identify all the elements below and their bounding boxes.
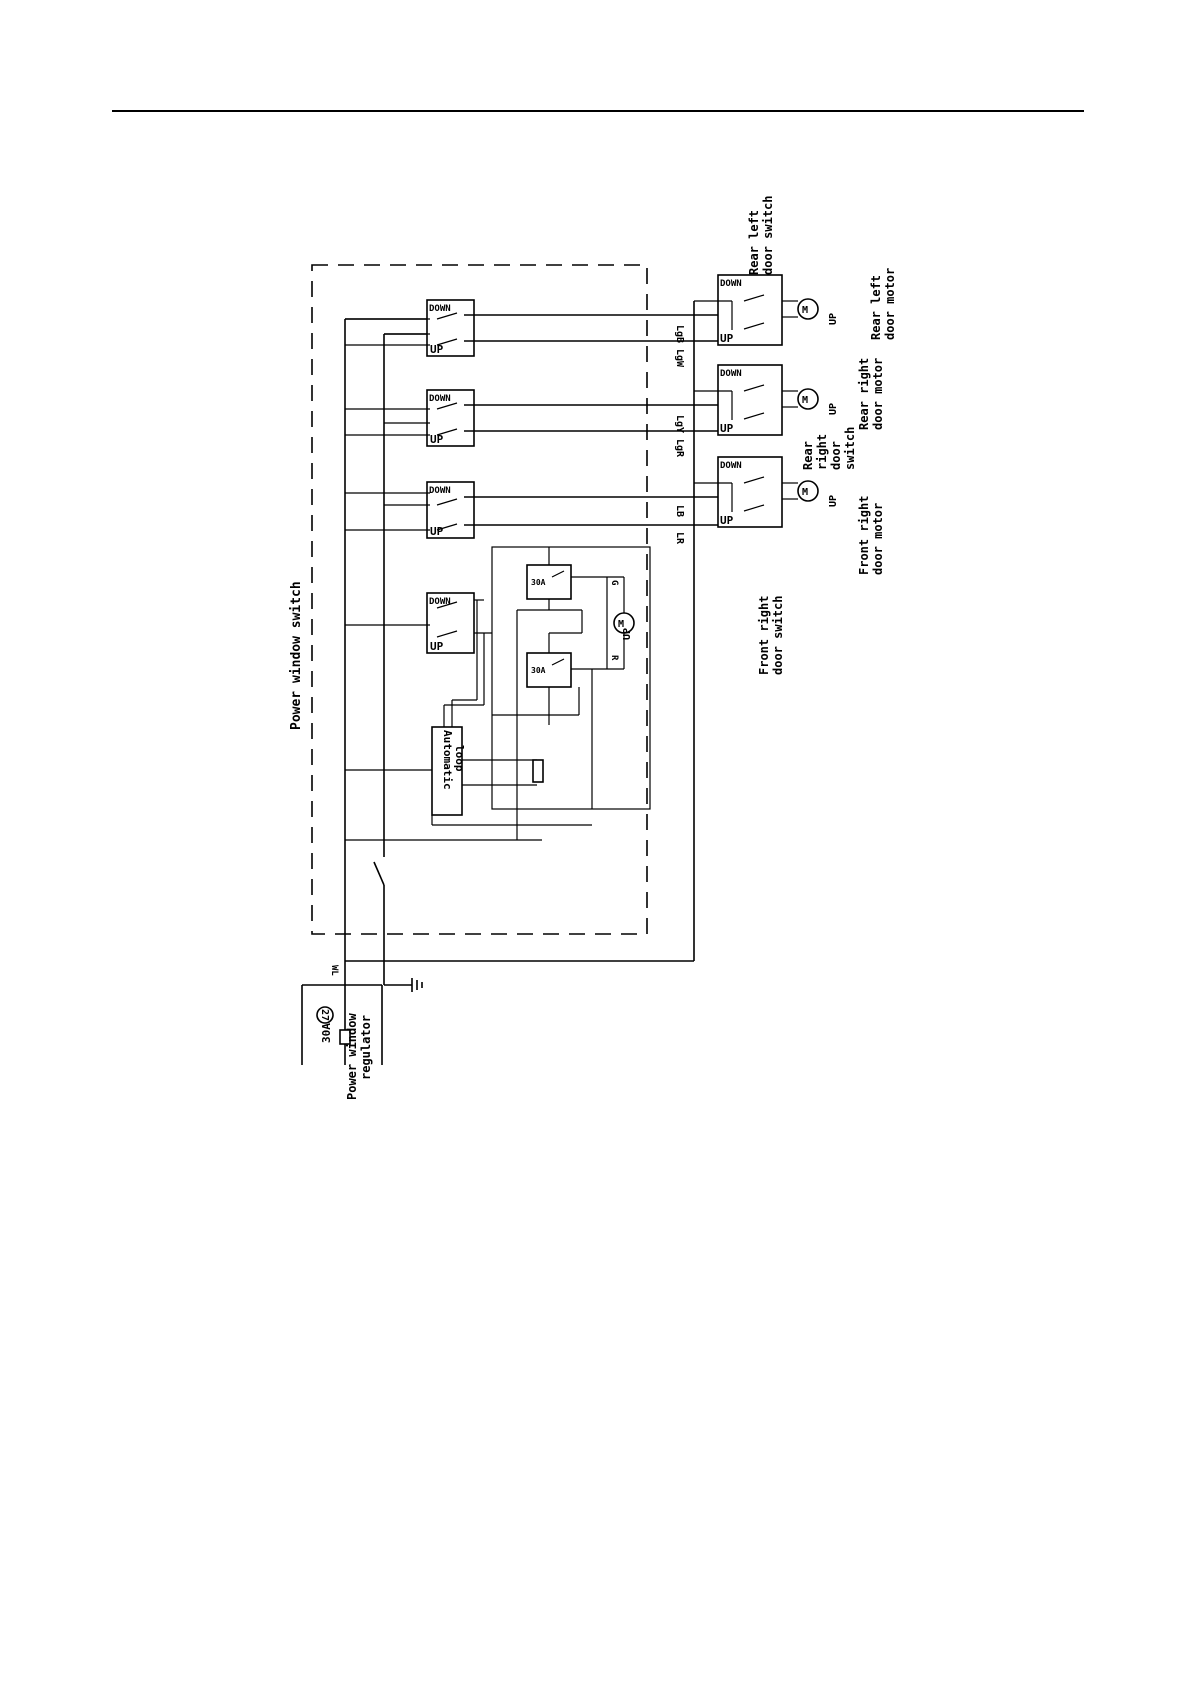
- master-switch-driver: DOWN UP: [345, 592, 492, 654]
- switch-box: [426, 299, 475, 357]
- wire-label-lgy: LgY: [674, 415, 685, 433]
- rear-right-door-motor-label-2: door motor: [871, 358, 885, 430]
- power-window-switch-label: Power window switch: [289, 581, 304, 730]
- svg-text:G: G: [609, 580, 619, 585]
- svg-text:M: M: [802, 487, 808, 498]
- rear-left-door-switch: DOWN UP M UP: [694, 274, 839, 346]
- svg-text:UP: UP: [430, 433, 444, 446]
- wire-label-lgb: LgB: [674, 325, 685, 343]
- svg-text:M: M: [802, 305, 808, 316]
- front-right-door-switch-label-1: Front right: [757, 596, 771, 675]
- fuse-number-circle: [316, 1006, 334, 1024]
- svg-text:UP: UP: [828, 495, 839, 507]
- svg-text:M: M: [618, 619, 624, 630]
- svg-text:DOWN: DOWN: [720, 461, 742, 471]
- rear-left-door-motor-label-2: door motor: [883, 268, 897, 340]
- relay-down: 30A: [526, 652, 572, 688]
- svg-text:UP: UP: [430, 525, 444, 538]
- front-right-motor-icon: [797, 480, 819, 502]
- power-window-regulator-label-1: Power window: [345, 1013, 359, 1100]
- rear-left-motor-icon: [797, 298, 819, 320]
- rear-left-door-switch-label-1: Rear left: [747, 210, 761, 275]
- wire-label-lb: LB: [674, 505, 685, 517]
- rear-right-door-switch: DOWN UP M UP: [694, 364, 839, 436]
- svg-text:DOWN: DOWN: [429, 486, 451, 496]
- svg-text:M: M: [802, 395, 808, 406]
- wire-label-wl: WL: [329, 965, 339, 976]
- master-switch-rear-right: DOWN UP: [345, 389, 718, 447]
- power-window-regulator-label-2: regulator: [359, 1015, 373, 1080]
- wire-label-lr: LR: [674, 532, 685, 545]
- svg-text:30A: 30A: [531, 666, 546, 675]
- front-right-door-switch-label-2: door switch: [771, 596, 785, 675]
- power-window-switch-boundary: [311, 264, 648, 935]
- svg-text:UP: UP: [828, 313, 839, 325]
- automatic-loop-box: [431, 726, 463, 816]
- rear-right-door-motor-label-1: Rear right: [857, 358, 871, 430]
- svg-text:DOWN: DOWN: [720, 369, 742, 379]
- rear-left-door-switch-label-2: door switch: [761, 196, 775, 275]
- svg-text:UP: UP: [720, 332, 734, 345]
- svg-text:UP: UP: [720, 514, 734, 527]
- lock-switch: [373, 861, 385, 886]
- switch-box: [426, 592, 475, 654]
- relay-up: 30A: [526, 564, 572, 600]
- switch-box: [426, 389, 475, 447]
- svg-text:UP: UP: [622, 628, 633, 640]
- front-right-door-switch: DOWN UP M UP: [694, 456, 839, 528]
- svg-text:R: R: [609, 655, 619, 661]
- rear-right-door-switch-label-3: door: [829, 441, 843, 470]
- up-label: UP: [430, 343, 444, 356]
- switch-box: [426, 481, 475, 539]
- rear-right-door-switch-label-4: switch: [843, 427, 857, 470]
- relay-enclosure: [491, 546, 651, 810]
- front-right-door-motor-label-1: Front right: [857, 496, 871, 575]
- wire-label-lgr: LgR: [674, 439, 685, 458]
- fuse-number: 27: [319, 1009, 330, 1021]
- front-right-door-motor-label-2: door motor: [871, 503, 885, 575]
- master-switch-front-right: DOWN UP: [345, 481, 718, 539]
- down-label: DOWN: [429, 304, 451, 314]
- rear-right-door-switch-label-1: Rear: [801, 441, 815, 470]
- automatic-loop-label-2: loop: [453, 745, 466, 772]
- svg-text:DOWN: DOWN: [429, 597, 451, 607]
- svg-text:UP: UP: [720, 422, 734, 435]
- svg-text:DOWN: DOWN: [429, 394, 451, 404]
- svg-text:DOWN: DOWN: [720, 279, 742, 289]
- resistor: [532, 759, 544, 783]
- header-rule: [112, 110, 1084, 112]
- driver-motor-icon: [613, 612, 635, 634]
- diagram-svg: Power window switch DOWN UP DOWN UP: [289, 196, 897, 1100]
- rear-right-door-switch-label-2: right: [815, 434, 829, 470]
- automatic-loop-label-1: Automatic: [441, 730, 454, 790]
- svg-text:UP: UP: [828, 403, 839, 415]
- rear-right-motor-icon: [797, 388, 819, 410]
- fuse-symbol: [339, 1029, 351, 1045]
- fuse-rating: 30A: [320, 1023, 333, 1043]
- svg-text:UP: UP: [430, 640, 444, 653]
- svg-text:30A: 30A: [531, 578, 546, 587]
- rear-left-door-motor-label-1: Rear left: [869, 275, 883, 340]
- wire-label-lgw: LgW: [674, 349, 685, 368]
- power-window-wiring-diagram: Power window switch DOWN UP DOWN UP: [252, 185, 928, 1105]
- master-switch-rear-left: DOWN UP: [345, 299, 718, 357]
